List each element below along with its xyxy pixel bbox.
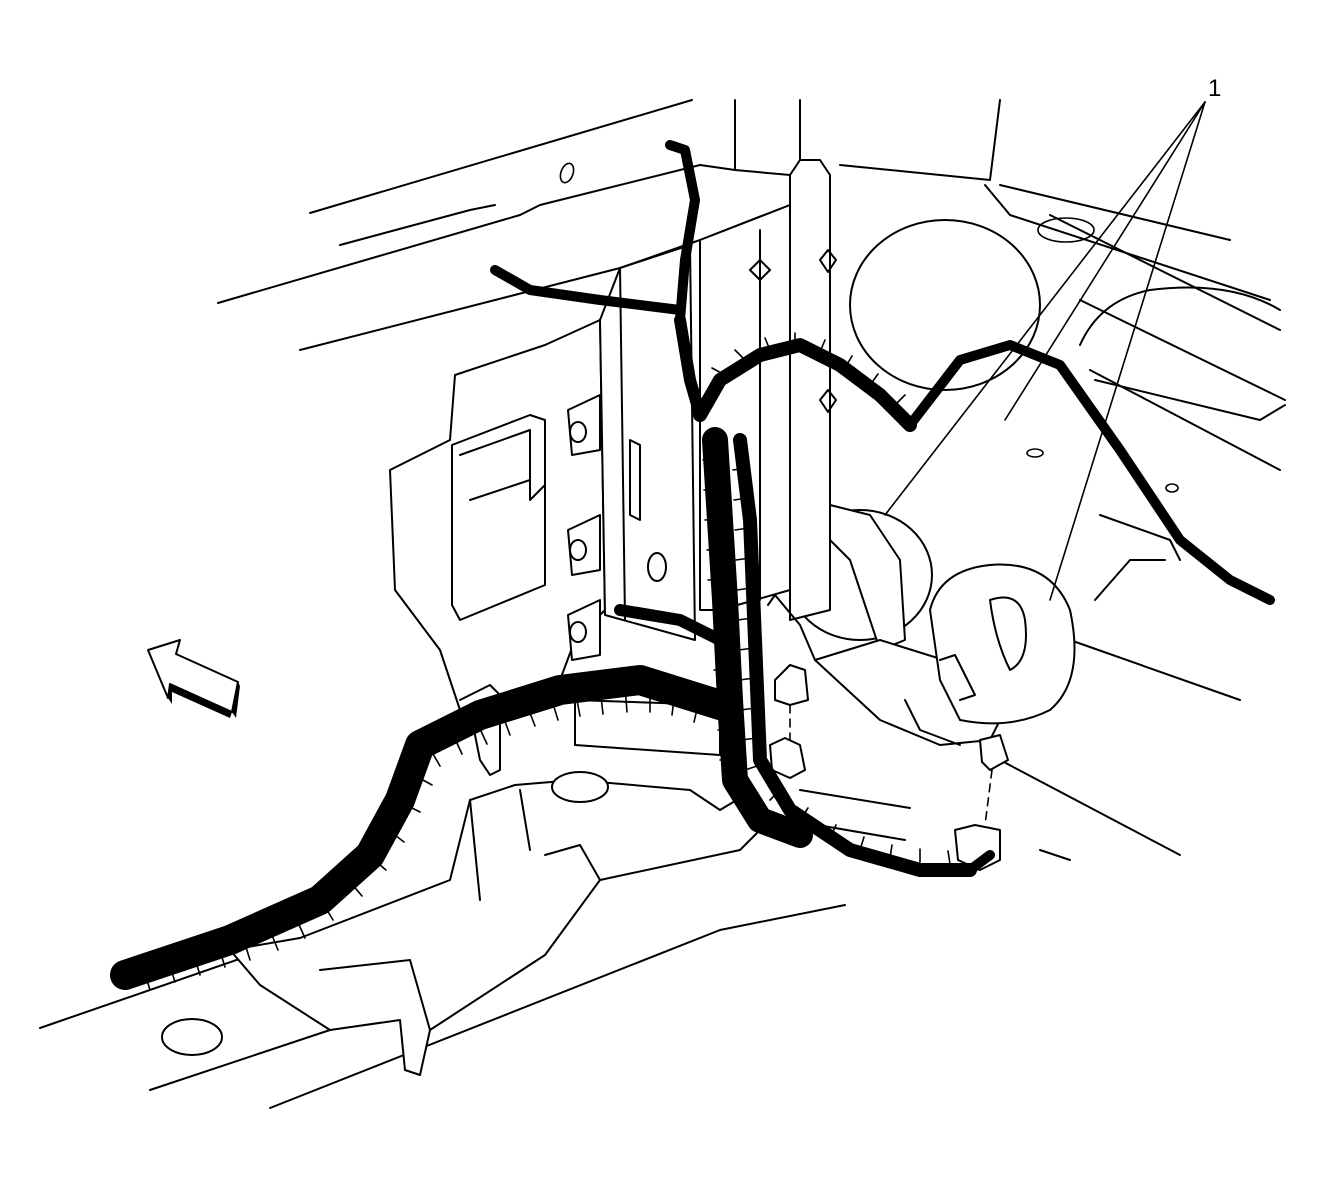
center-support-post <box>599 159 837 641</box>
lower-frame-rail <box>161 684 761 1076</box>
wiring-harness <box>110 140 1275 990</box>
callout-1-label: 1 <box>1208 75 1221 102</box>
callout-1: 1 <box>884 75 1221 601</box>
harness-ribbing <box>139 332 951 991</box>
radiator-support-bracket <box>389 319 606 711</box>
horn-assembly <box>767 504 1076 746</box>
front-direction-arrow-icon <box>147 639 240 718</box>
horn-connectors <box>769 664 1009 871</box>
